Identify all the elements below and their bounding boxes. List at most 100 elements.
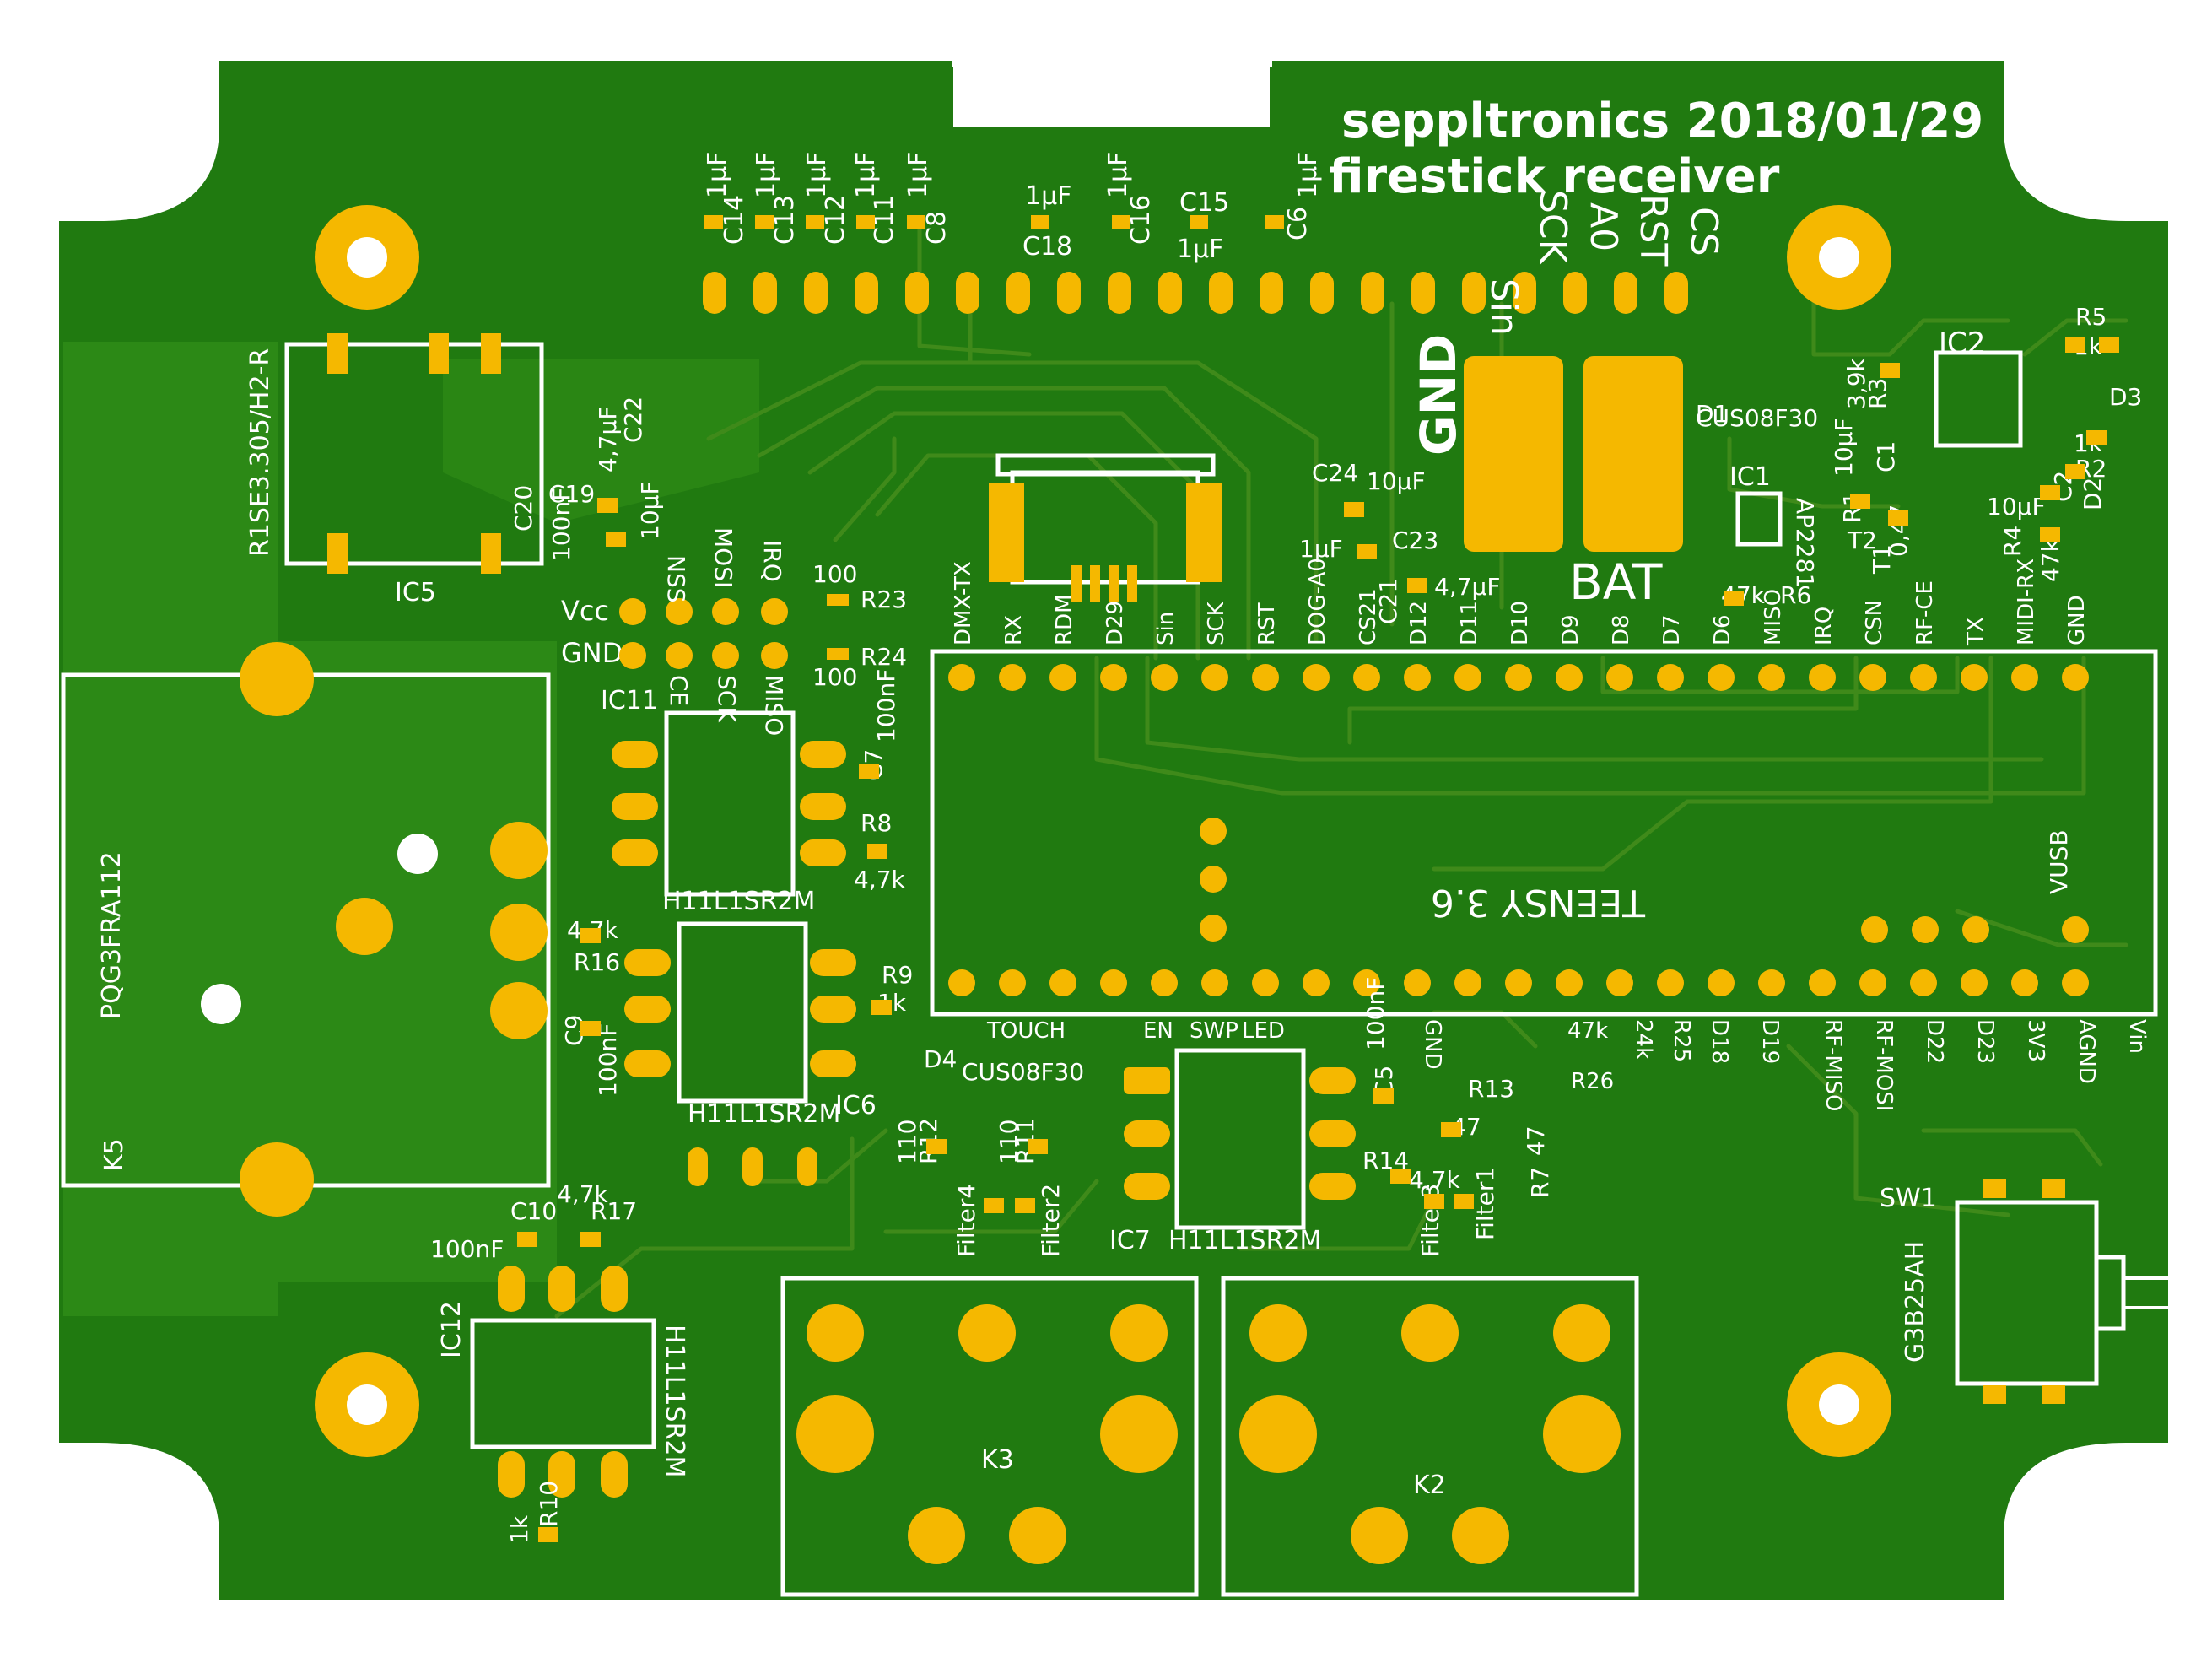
top-header-pin	[1664, 272, 1688, 314]
ic12-optocoupler: IC12 H11L1SR2M	[437, 1266, 689, 1498]
smd-pad	[1390, 1169, 1411, 1184]
component-value: 110	[893, 1120, 921, 1164]
teensy-bottom-pin-label: D22	[1922, 1019, 1947, 1064]
teensy-top-pin	[1049, 664, 1076, 691]
teensy-top-pin-label: CS21	[1356, 588, 1381, 645]
top-header-pin	[1361, 272, 1384, 314]
svg-text:SCK: SCK	[713, 675, 741, 722]
teensy-bottom-pin-label: D23	[1972, 1019, 1998, 1064]
top-header-pin	[956, 272, 979, 314]
top-header-pin	[905, 272, 929, 314]
component-ref: D1	[1696, 400, 1729, 428]
svg-text:H11L1SR2M: H11L1SR2M	[1168, 1226, 1321, 1255]
smd-pad	[1373, 1088, 1394, 1104]
bat-power-pad	[1583, 356, 1683, 552]
smd-pad	[2065, 464, 2085, 479]
cap-value-c15: 1µF	[1177, 235, 1223, 264]
teensy-bottom-pin-label: D19	[1757, 1019, 1783, 1064]
teensy-bottom-pin-label: AGND	[2074, 1019, 2099, 1084]
component-value: 47	[1522, 1125, 1550, 1156]
svg-text:H11L1SR2M: H11L1SR2M	[660, 1325, 689, 1477]
teensy-top-pin-label: TX	[1963, 617, 1988, 646]
top-header-pin	[1209, 272, 1233, 314]
teensy-top-pin-label: RST	[1254, 602, 1280, 645]
teensy-top-pin	[1758, 664, 1785, 691]
component-value: 4,7µF	[594, 407, 622, 472]
cap-value-c12: 1µF	[802, 152, 832, 198]
teensy-top-pin-label: MIDI-RX	[2014, 559, 2039, 645]
cap-value-c13: 1µF	[752, 152, 781, 198]
top-header-pin	[1513, 272, 1536, 314]
ic2-chip: IC2	[1934, 327, 2023, 448]
smd-pad	[1344, 502, 1364, 517]
teensy-top-pin	[1708, 664, 1735, 691]
svg-text:IC11: IC11	[601, 686, 658, 715]
k5-part: PQG3FRA112	[97, 851, 127, 1019]
teensy-top-pin-label: SCK	[1204, 601, 1229, 645]
traces	[554, 217, 2128, 1319]
component-value: 1k	[505, 1514, 533, 1544]
mounting-holes	[315, 205, 1891, 1457]
teensy-bottom-pin-label: RF-MISO	[1821, 1019, 1846, 1111]
component-ref: C23	[1392, 526, 1438, 554]
teensy-bottom-pin	[999, 969, 1026, 996]
teensy-top-pin-label: GND	[2064, 595, 2090, 645]
teensy-top-pin	[1454, 664, 1481, 691]
svg-text:IC6: IC6	[835, 1091, 877, 1120]
component-value: 100nF	[430, 1235, 504, 1263]
component-ref: R5	[2075, 303, 2107, 331]
teensy-top-pin-label: RF-CE	[1913, 580, 1938, 645]
top-header-pin	[1158, 272, 1182, 314]
smd-pad	[517, 1232, 537, 1247]
svg-text:Vcc: Vcc	[561, 595, 609, 627]
smd-pad	[871, 1000, 892, 1015]
component-ref: R3	[1864, 378, 1891, 409]
teensy-bottom-pin	[1961, 969, 1988, 996]
component-ref: R8	[861, 809, 892, 837]
signal-a0: A0	[1582, 202, 1625, 251]
teensy-bottom-pin-label: Vin	[2124, 1019, 2150, 1054]
component-value: 10µF	[636, 481, 664, 540]
teensy-bottom-pin	[1859, 969, 1886, 996]
teensy-bottom-pin	[1353, 969, 1380, 996]
smd-pad	[1424, 1194, 1444, 1209]
component-ref: R4	[1999, 526, 2026, 557]
teensy-bottom-pin	[1505, 969, 1532, 996]
teensy-top-pin	[1303, 664, 1330, 691]
svg-text:100: 100	[812, 663, 857, 691]
teensy-top-pin	[1100, 664, 1127, 691]
smd-pad	[1407, 578, 1427, 593]
component-ref: R9	[882, 961, 913, 989]
teensy-bottom-pin	[2011, 969, 2038, 996]
smd-pad	[1441, 1122, 1461, 1137]
ic7-optocoupler: H11L1SR2M IC7	[1109, 1048, 1356, 1255]
signal-sck: SCK	[1531, 190, 1574, 265]
teensy-bottom-pin-label: TOUCH	[986, 1018, 1066, 1044]
teensy-bottom-pin	[1657, 969, 1684, 996]
teensy-top-pin	[1201, 664, 1228, 691]
component-ref: C1	[1872, 441, 1900, 472]
smd-pad	[580, 1232, 601, 1247]
top-header-pin	[855, 272, 878, 314]
teensy-bottom-pin	[948, 969, 975, 996]
component-value: 4,7µF	[1434, 573, 1500, 601]
svg-text:C6: C6	[1283, 207, 1313, 240]
component-ref: R7	[1526, 1167, 1554, 1198]
teensy-bottom-pin-label: 3V3	[2023, 1019, 2048, 1062]
top-pin-row	[703, 272, 1688, 314]
signal-sin: Sin	[1482, 278, 1525, 336]
smd-pad	[1015, 1198, 1035, 1213]
svg-text:R23: R23	[861, 586, 907, 613]
teensy-top-pin	[1252, 664, 1279, 691]
component-ref: R17	[591, 1197, 637, 1225]
svg-text:IC7: IC7	[1109, 1226, 1151, 1255]
top-header-pin	[1057, 272, 1081, 314]
sw1-switch: SW1 G3B25AH	[1880, 1179, 2168, 1404]
teensy-bottom-pin-label: EN	[1143, 1018, 1173, 1044]
teensy-bottom-pin	[1151, 969, 1178, 996]
svg-text:C18: C18	[1022, 232, 1072, 262]
smd-pad	[580, 1021, 601, 1036]
